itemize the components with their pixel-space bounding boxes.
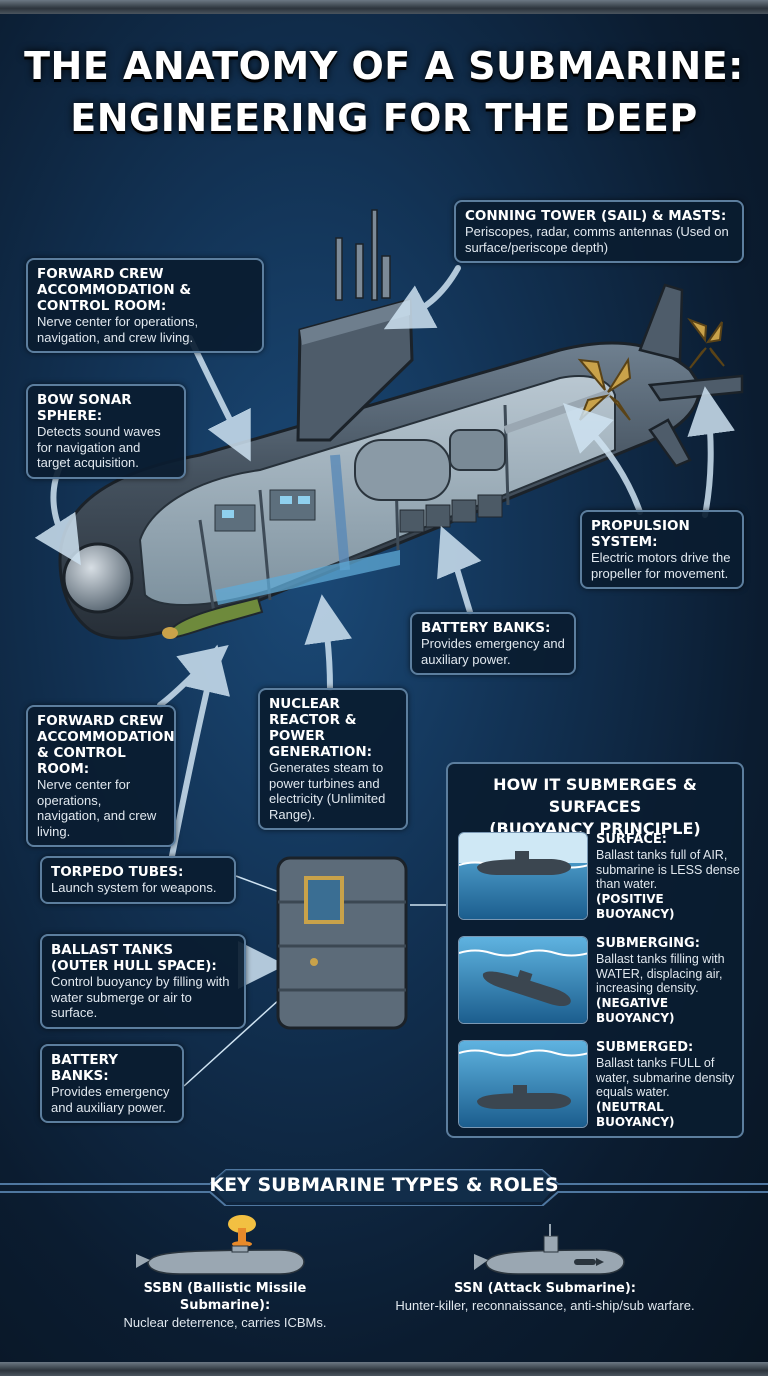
callout-battery-top-body: Provides emergency and auxiliary power. <box>421 636 565 667</box>
ssn-graphic <box>474 1224 625 1275</box>
callout-forward-top-body: Nerve center for operations, navigation,… <box>37 314 199 345</box>
type-ssbn-desc: Nuclear deterrence, carries ICBMs. <box>123 1315 327 1330</box>
callout-battery-top: BATTERY BANKS: Provides emergency and au… <box>410 612 576 675</box>
callout-propulsion: PROPULSION SYSTEM: Electric motors drive… <box>580 510 744 589</box>
phase-surface-image <box>458 832 588 920</box>
type-ssn-desc: Hunter-killer, reconnaissance, anti-ship… <box>395 1298 695 1313</box>
callout-propulsion-title: PROPULSION SYSTEM: <box>591 518 690 550</box>
callout-battery-bottom-title: BATTERY BANKS: <box>51 1052 119 1084</box>
phase-submerging-title: SUBMERGING: <box>596 936 700 951</box>
callout-torpedo-title: TORPEDO TUBES: <box>51 864 184 880</box>
types-title: KEY SUBMARINE TYPES & ROLES <box>209 1174 559 1196</box>
page-title: THE ANATOMY OF A SUBMARINE: ENGINEERING … <box>0 40 768 144</box>
phase-surface-body: Ballast tanks full of AIR, submarine is … <box>596 848 740 891</box>
ssbn-graphic <box>136 1215 305 1275</box>
title-line-1: THE ANATOMY OF A SUBMARINE: <box>24 44 744 88</box>
hull-cutaway-interior <box>138 374 616 621</box>
type-ssbn-name: SSBN (Ballistic Missile Submarine): <box>143 1281 307 1313</box>
callout-battery-bottom-body: Provides emergency and auxiliary power. <box>51 1084 170 1115</box>
callout-conning-tower: CONNING TOWER (SAIL) & MASTS: Periscopes… <box>454 200 744 263</box>
types-header-bar <box>0 1169 768 1206</box>
callout-forward-crew-top: FORWARD CREW ACCOMMODATION & CONTROL ROO… <box>26 258 264 353</box>
phase-submerged-note: (NEUTRAL BUOYANCY) <box>596 1099 675 1129</box>
callout-battery-bottom: BATTERY BANKS: Provides emergency and au… <box>40 1044 184 1123</box>
hull-section-graphic <box>276 856 408 1030</box>
callout-conning-title: CONNING TOWER (SAIL) & MASTS: <box>465 208 727 224</box>
type-ssn: SSN (Attack Submarine): Hunter-killer, r… <box>380 1280 710 1314</box>
callout-torpedo-body: Launch system for weapons. <box>51 880 217 895</box>
callout-reactor-title: NUCLEAR REACTOR & POWER GENERATION: <box>269 696 373 760</box>
title-line-2: ENGINEERING FOR THE DEEP <box>70 96 698 140</box>
buoyancy-title-line-1: HOW IT SUBMERGES & SURFACES <box>493 775 697 816</box>
callout-forward-bottom-body: Nerve center for operations, navigation,… <box>37 777 157 839</box>
propeller-graphic <box>577 317 725 421</box>
buoyancy-panel-title: HOW IT SUBMERGES & SURFACES (BUOYANCY PR… <box>448 774 742 840</box>
callout-sonar-body: Detects sound waves for navigation and t… <box>37 424 161 470</box>
top-frame-bar <box>0 0 768 14</box>
callout-ballast-title: BALLAST TANKS (OUTER HULL SPACE): <box>51 942 217 974</box>
phase-submerged-image <box>458 1040 588 1128</box>
torpedo-icon <box>574 1258 604 1266</box>
callout-propulsion-body: Electric motors drive the propeller for … <box>591 550 731 581</box>
callout-forward-top-title: FORWARD CREW ACCOMMODATION & CONTROL ROO… <box>37 266 192 314</box>
phase-surface: SURFACE: Ballast tanks full of AIR, subm… <box>458 832 740 924</box>
phase-surface-title: SURFACE: <box>596 832 667 847</box>
type-ssbn: SSBN (Ballistic Missile Submarine): Nucl… <box>100 1280 350 1331</box>
bottom-frame-bar <box>0 1362 768 1376</box>
phase-submerging-body: Ballast tanks filling with WATER, displa… <box>596 952 725 995</box>
callout-torpedo-tubes: TORPEDO TUBES: Launch system for weapons… <box>40 856 236 904</box>
phase-submerging-note: (NEGATIVE BUOYANCY) <box>596 995 675 1025</box>
callout-bow-sonar: BOW SONAR SPHERE: Detects sound waves fo… <box>26 384 186 479</box>
phase-submerged: SUBMERGED: Ballast tanks FULL of water, … <box>458 1040 738 1132</box>
sonar-sphere <box>62 542 134 614</box>
callout-conning-body: Periscopes, radar, comms antennas (Used … <box>465 224 729 255</box>
callout-ballast-body: Control buoyancy by filling with water s… <box>51 974 230 1020</box>
torpedo-graphic <box>162 596 264 639</box>
callout-sonar-title: BOW SONAR SPHERE: <box>37 392 132 424</box>
phase-surface-note: (POSITIVE BUOYANCY) <box>596 891 675 921</box>
callout-nuclear-reactor: NUCLEAR REACTOR & POWER GENERATION: Gene… <box>258 688 408 830</box>
callout-forward-bottom-title: FORWARD CREW ACCOMMODATION & CONTROL ROO… <box>37 713 175 777</box>
phase-submerged-title: SUBMERGED: <box>596 1040 694 1055</box>
callout-forward-crew-bottom: FORWARD CREW ACCOMMODATION & CONTROL ROO… <box>26 705 176 847</box>
callout-ballast-tanks: BALLAST TANKS (OUTER HULL SPACE): Contro… <box>40 934 246 1029</box>
phase-submerged-body: Ballast tanks FULL of water, submarine d… <box>596 1056 735 1099</box>
callout-reactor-body: Generates steam to power turbines and el… <box>269 760 386 822</box>
type-ssn-name: SSN (Attack Submarine): <box>454 1281 636 1296</box>
buoyancy-panel: HOW IT SUBMERGES & SURFACES (BUOYANCY PR… <box>446 762 744 1138</box>
phase-submerging: SUBMERGING: Ballast tanks filling with W… <box>458 936 738 1028</box>
callout-battery-top-title: BATTERY BANKS: <box>421 620 551 636</box>
mushroom-cloud-icon <box>228 1215 256 1247</box>
phase-submerging-image <box>458 936 588 1024</box>
